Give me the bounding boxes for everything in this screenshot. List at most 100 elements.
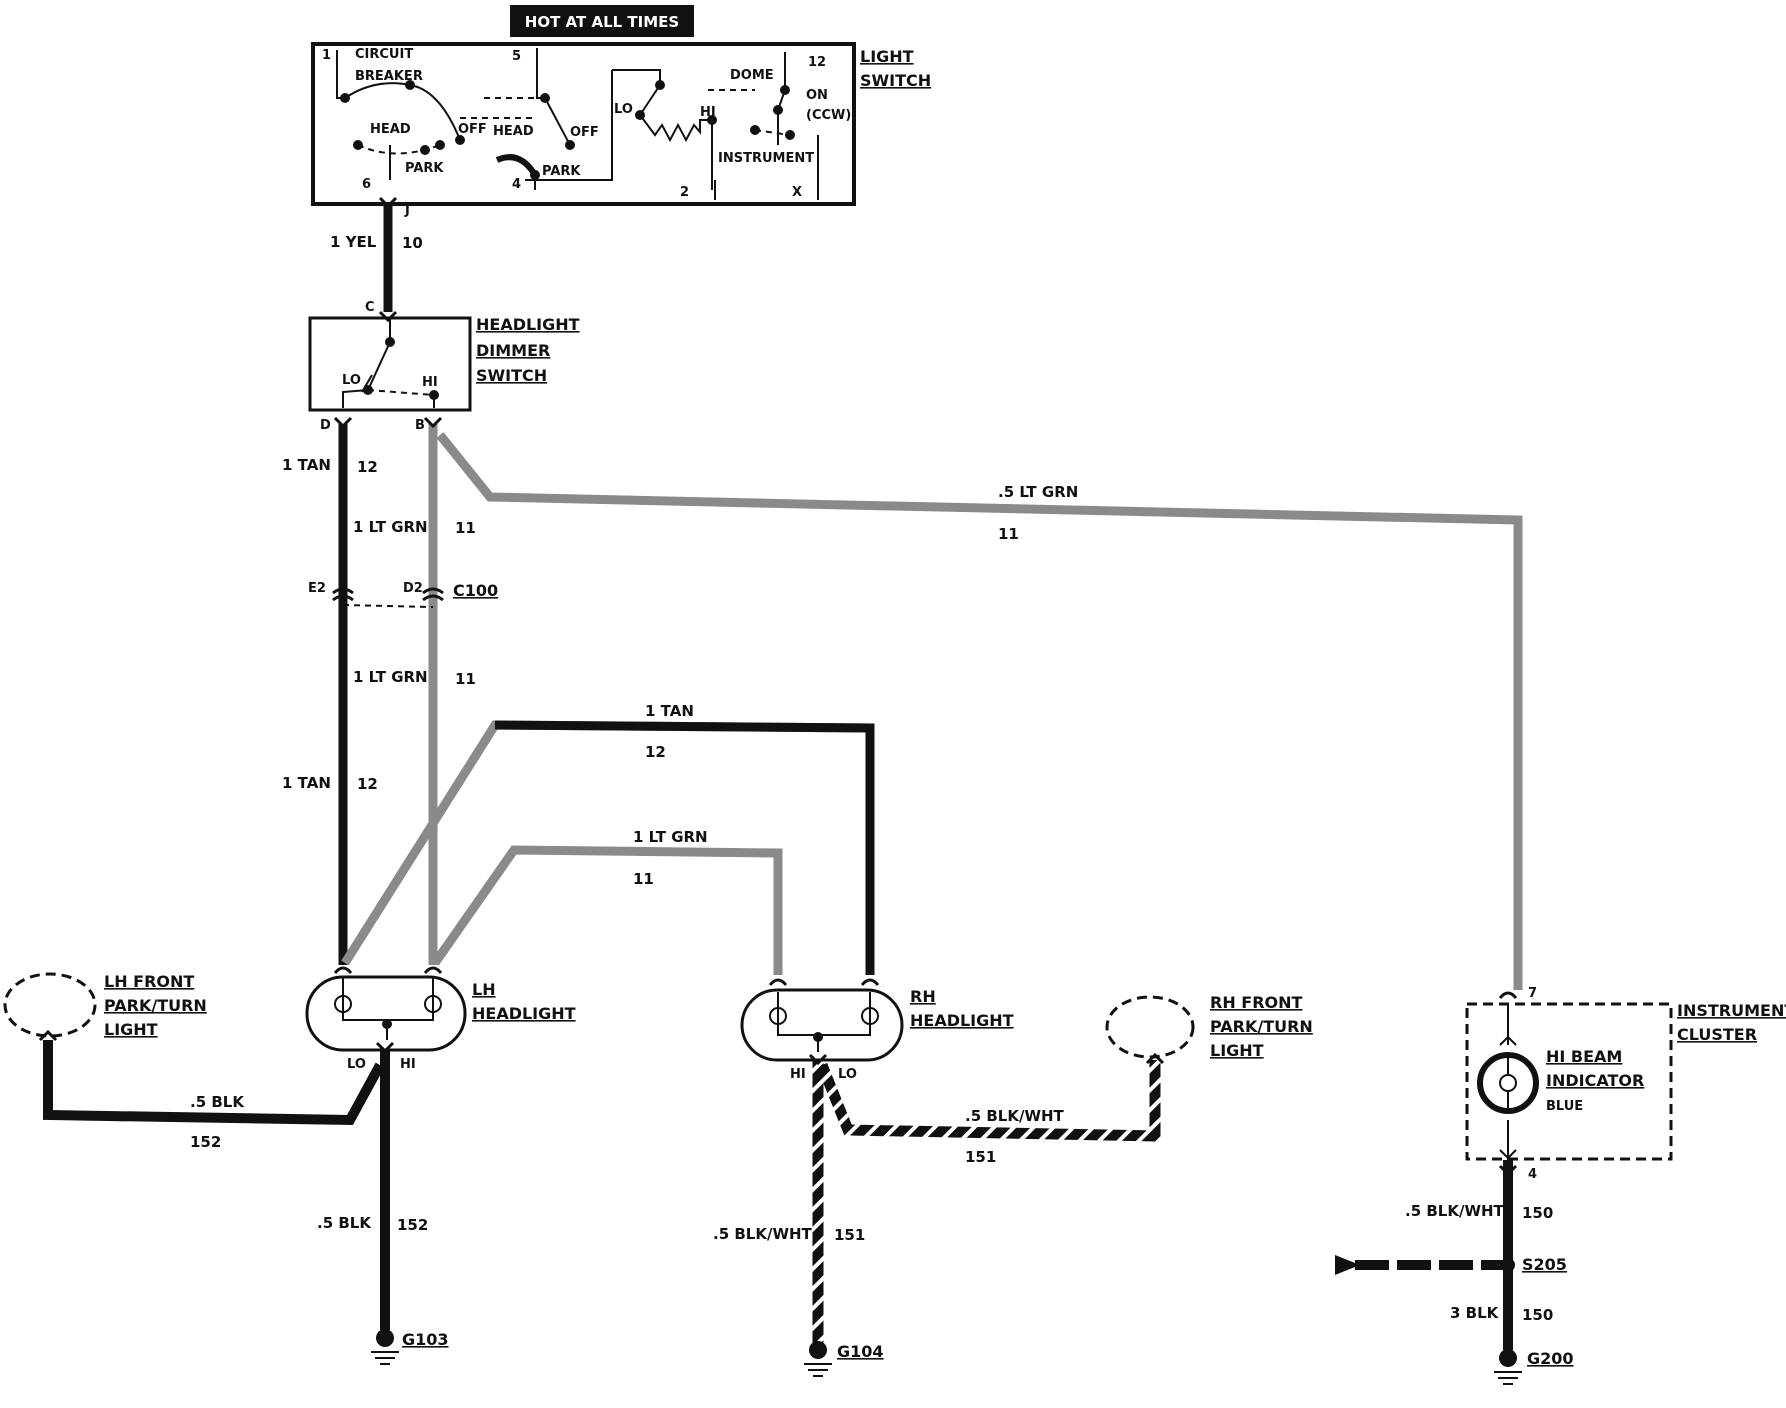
svg-text:G200: G200 bbox=[1527, 1349, 1574, 1368]
svg-text:DIMMER: DIMMER bbox=[476, 341, 550, 360]
svg-text:HI: HI bbox=[422, 375, 438, 390]
svg-text:LH: LH bbox=[472, 980, 496, 999]
svg-text:10: 10 bbox=[402, 234, 423, 252]
svg-text:HEADLIGHT: HEADLIGHT bbox=[476, 315, 580, 334]
svg-text:151: 151 bbox=[834, 1226, 865, 1244]
svg-text:C100: C100 bbox=[453, 581, 498, 600]
svg-text:SWITCH: SWITCH bbox=[860, 71, 931, 90]
svg-text:LO: LO bbox=[838, 1067, 857, 1082]
hi-beam-indicator bbox=[1477, 1004, 1539, 1160]
svg-text:4: 4 bbox=[1528, 1167, 1537, 1182]
svg-text:LIGHT: LIGHT bbox=[104, 1020, 158, 1039]
svg-text:150: 150 bbox=[1522, 1306, 1553, 1324]
svg-text:.5 BLK/WHT: .5 BLK/WHT bbox=[965, 1107, 1065, 1125]
svg-text:INSTRUMENT: INSTRUMENT bbox=[1677, 1001, 1786, 1020]
svg-text:11: 11 bbox=[455, 670, 476, 688]
svg-text:7: 7 bbox=[1528, 986, 1537, 1001]
lh-front-park-turn-light: LH FRONT PARK/TURN LIGHT bbox=[3, 972, 207, 1042]
svg-text:C: C bbox=[365, 300, 375, 315]
svg-text:LO: LO bbox=[347, 1057, 366, 1072]
svg-text:HI: HI bbox=[400, 1057, 416, 1072]
svg-text:PARK: PARK bbox=[405, 161, 444, 176]
svg-text:X: X bbox=[792, 185, 802, 200]
connector-c100: E2 D2 C100 bbox=[308, 581, 498, 602]
svg-text:151: 151 bbox=[965, 1148, 996, 1166]
light-switch: CIRCUIT BREAKER HEAD OFF PARK HEAD OFF P… bbox=[311, 42, 931, 206]
svg-text:.5 BLK/WHT: .5 BLK/WHT bbox=[1405, 1202, 1505, 1220]
svg-text:12: 12 bbox=[357, 775, 378, 793]
svg-text:PARK: PARK bbox=[542, 164, 581, 179]
svg-text:LIGHT: LIGHT bbox=[860, 47, 914, 66]
instrument-cluster: HI BEAM INDICATOR BLUE 7 4 INSTRUMENT CL… bbox=[1465, 986, 1786, 1182]
svg-text:SWITCH: SWITCH bbox=[476, 366, 547, 385]
svg-text:1 LT GRN: 1 LT GRN bbox=[353, 668, 428, 686]
svg-text:11: 11 bbox=[633, 870, 654, 888]
svg-text:J: J bbox=[404, 203, 410, 218]
svg-text:HEADLIGHT: HEADLIGHT bbox=[910, 1011, 1014, 1030]
svg-text:.5 BLK: .5 BLK bbox=[317, 1214, 372, 1232]
svg-text:ON: ON bbox=[806, 88, 828, 103]
svg-text:1 LT GRN: 1 LT GRN bbox=[633, 828, 708, 846]
svg-text:D: D bbox=[320, 418, 331, 433]
svg-text:.5 BLK/WHT: .5 BLK/WHT bbox=[713, 1225, 813, 1243]
svg-text:HI: HI bbox=[700, 105, 716, 120]
svg-text:11: 11 bbox=[455, 519, 476, 537]
svg-text:D2: D2 bbox=[403, 581, 423, 596]
svg-text:HEAD: HEAD bbox=[370, 122, 411, 137]
svg-text:OFF: OFF bbox=[570, 125, 599, 140]
svg-text:HI BEAM: HI BEAM bbox=[1546, 1047, 1622, 1066]
wire-ltgrn-11-rh bbox=[431, 845, 783, 975]
svg-text:B: B bbox=[415, 418, 425, 433]
svg-text:RH: RH bbox=[910, 987, 936, 1006]
svg-text:LO: LO bbox=[342, 373, 361, 388]
svg-text:5: 5 bbox=[512, 49, 521, 64]
svg-text:HI: HI bbox=[790, 1067, 806, 1082]
rh-front-park-turn-light: RH FRONT PARK/TURN LIGHT bbox=[1105, 993, 1313, 1065]
svg-text:1 TAN: 1 TAN bbox=[282, 774, 331, 792]
ground-g103: G103 bbox=[371, 1329, 449, 1365]
svg-text:RH FRONT: RH FRONT bbox=[1210, 993, 1303, 1012]
svg-text:.5 BLK: .5 BLK bbox=[190, 1093, 245, 1111]
svg-text:1 TAN: 1 TAN bbox=[645, 702, 694, 720]
svg-text:PARK/TURN: PARK/TURN bbox=[1210, 1017, 1313, 1036]
svg-text:INDICATOR: INDICATOR bbox=[1546, 1071, 1644, 1090]
svg-text:4: 4 bbox=[512, 177, 521, 192]
svg-text:BREAKER: BREAKER bbox=[355, 69, 423, 84]
svg-text:12: 12 bbox=[808, 55, 826, 70]
s205-arrow bbox=[1335, 1255, 1360, 1275]
svg-text:(CCW): (CCW) bbox=[806, 108, 851, 123]
svg-text:HEAD: HEAD bbox=[493, 124, 534, 139]
svg-text:12: 12 bbox=[357, 458, 378, 476]
connector-j: J bbox=[378, 196, 410, 218]
svg-text:150: 150 bbox=[1522, 1204, 1553, 1222]
wire-ltgrn-11-cluster bbox=[436, 432, 1523, 990]
svg-text:1 YEL: 1 YEL bbox=[330, 233, 377, 251]
splice-s205: S205 bbox=[1501, 1255, 1567, 1274]
wire-blkwht-151-park bbox=[816, 1060, 1161, 1142]
wire-blk-152-park bbox=[43, 1040, 385, 1126]
svg-text:CIRCUIT: CIRCUIT bbox=[355, 47, 413, 62]
svg-text:2: 2 bbox=[680, 185, 689, 200]
svg-text:HOT AT ALL TIMES: HOT AT ALL TIMES bbox=[525, 13, 679, 31]
svg-text:INSTRUMENT: INSTRUMENT bbox=[718, 151, 814, 166]
svg-text:11: 11 bbox=[998, 525, 1019, 543]
svg-text:LIGHT: LIGHT bbox=[1210, 1041, 1264, 1060]
svg-text:CLUSTER: CLUSTER bbox=[1677, 1025, 1757, 1044]
svg-text:3 BLK: 3 BLK bbox=[1450, 1304, 1500, 1322]
svg-text:.5 LT GRN: .5 LT GRN bbox=[998, 483, 1078, 501]
svg-text:1 LT GRN: 1 LT GRN bbox=[353, 518, 428, 536]
svg-text:G104: G104 bbox=[837, 1342, 884, 1361]
svg-text:DOME: DOME bbox=[730, 68, 774, 83]
svg-text:BLUE: BLUE bbox=[1546, 1099, 1583, 1114]
svg-text:1: 1 bbox=[322, 48, 331, 63]
lh-headlight: LO HI LH HEADLIGHT bbox=[305, 966, 576, 1072]
svg-text:G103: G103 bbox=[402, 1330, 449, 1349]
svg-text:S205: S205 bbox=[1522, 1255, 1567, 1274]
ground-g200: G200 bbox=[1494, 1349, 1574, 1385]
svg-text:PARK/TURN: PARK/TURN bbox=[104, 996, 207, 1015]
svg-text:OFF: OFF bbox=[458, 122, 487, 137]
svg-text:1 TAN: 1 TAN bbox=[282, 456, 331, 474]
svg-text:HEADLIGHT: HEADLIGHT bbox=[472, 1004, 576, 1023]
rh-headlight: HI LO RH HEADLIGHT bbox=[740, 978, 1014, 1082]
